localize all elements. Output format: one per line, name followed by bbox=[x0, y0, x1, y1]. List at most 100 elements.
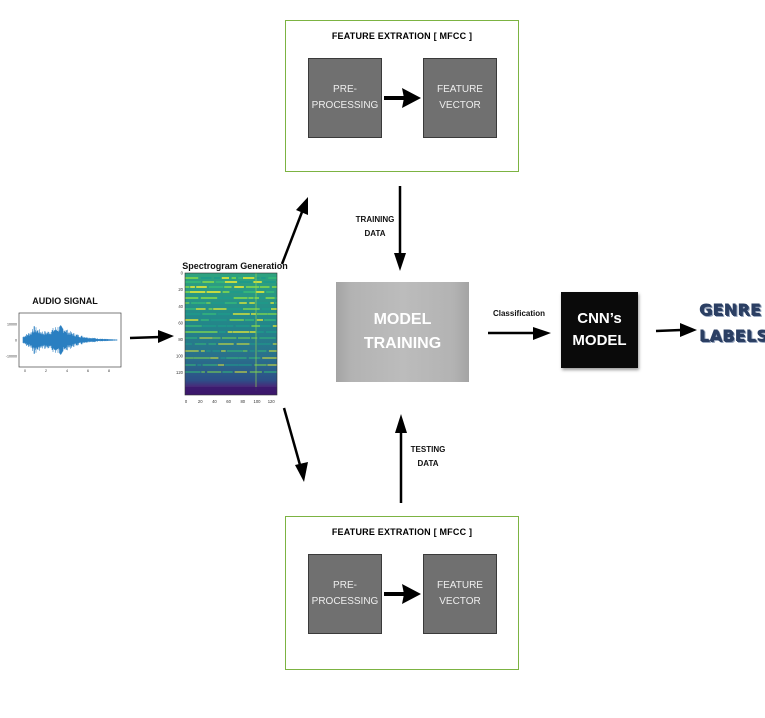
feature-vector-bottom-line1: FEATURE bbox=[437, 580, 483, 591]
spectrogram-band bbox=[248, 357, 261, 359]
spectrogram-band bbox=[243, 291, 256, 293]
spectrogram-band bbox=[199, 337, 213, 339]
genre-labels-line1: GENRE bbox=[700, 301, 763, 320]
spectrogram-band bbox=[217, 325, 227, 327]
spectrogram-band bbox=[235, 325, 250, 327]
arrow-preprocess-to-vector-bottom bbox=[384, 584, 421, 604]
spectrogram-band bbox=[271, 308, 277, 310]
spectrogram-band bbox=[251, 325, 261, 327]
spectrogram-y-tick: 60 bbox=[178, 320, 183, 325]
audio-x-tick: 4 bbox=[66, 369, 68, 373]
spectrogram-band bbox=[221, 350, 226, 352]
spectrogram-band bbox=[206, 350, 211, 352]
spectrogram-band bbox=[266, 331, 277, 333]
pre-processing-bottom: PRE-PROCESSING bbox=[308, 554, 382, 634]
audio-x-tick: 8 bbox=[108, 369, 110, 373]
spectrogram-band bbox=[227, 331, 233, 333]
spectrogram-band bbox=[190, 291, 206, 293]
spectrogram-band bbox=[207, 371, 222, 373]
pre-processing-top: PRE-PROCESSING bbox=[308, 58, 382, 138]
spectrogram-band bbox=[264, 319, 276, 321]
spectrogram-band bbox=[185, 286, 190, 288]
spectrogram-x-tick: 60 bbox=[226, 399, 231, 404]
spectrogram-band bbox=[200, 350, 205, 352]
spectrogram-band bbox=[197, 364, 202, 366]
spectrogram-band bbox=[242, 350, 248, 352]
spectrogram-band bbox=[243, 308, 260, 310]
spectrogram-band bbox=[195, 308, 206, 310]
spectrogram-band bbox=[238, 364, 252, 366]
audio-y-tick: -10000 bbox=[6, 355, 17, 359]
spectrogram-band bbox=[263, 371, 277, 373]
spectrogram-band bbox=[202, 364, 218, 366]
spectrogram-band bbox=[261, 277, 266, 279]
spectrogram-band bbox=[250, 343, 256, 345]
spectrogram-y-tick: 40 bbox=[178, 304, 183, 309]
feature-extraction-bottom: FEATURE EXTRATION [ MFCC ] PRE-PROCESSIN… bbox=[285, 516, 519, 670]
spectrogram-band bbox=[259, 286, 270, 288]
spectrogram-band bbox=[256, 302, 269, 304]
audio-waveform bbox=[22, 325, 118, 355]
spectrogram-band bbox=[224, 286, 232, 288]
spectrogram-band bbox=[226, 325, 234, 327]
spectrogram-low-band bbox=[185, 387, 277, 395]
audio-x-tick: 6 bbox=[87, 369, 89, 373]
cnn-model-line1: CNN’s bbox=[577, 310, 622, 327]
spectrogram-band bbox=[224, 364, 239, 366]
pre-processing-bottom-label: PRE-PROCESSING bbox=[311, 580, 379, 607]
spectrogram-band bbox=[248, 297, 254, 299]
spectrogram-band bbox=[185, 325, 202, 327]
spectrogram-band bbox=[238, 277, 242, 279]
spectrogram-band bbox=[249, 350, 255, 352]
spectrogram-band bbox=[256, 331, 264, 333]
spectrogram-y-tick: 80 bbox=[178, 337, 183, 342]
spectrogram-band bbox=[206, 302, 211, 304]
spectrogram-band bbox=[222, 337, 237, 339]
spectrogram-band bbox=[249, 371, 262, 373]
spectrogram-band bbox=[251, 337, 258, 339]
spectrogram-band bbox=[270, 302, 274, 304]
spectrogram-band bbox=[239, 302, 247, 304]
spectrogram-band bbox=[262, 357, 277, 359]
spectrogram-band bbox=[274, 302, 277, 304]
spectrogram-band bbox=[234, 371, 247, 373]
spectrogram-band bbox=[201, 371, 205, 373]
spectrogram-band bbox=[190, 286, 195, 288]
spectrogram-band bbox=[210, 357, 219, 359]
spectrogram-band bbox=[251, 313, 256, 315]
spectrogram-band bbox=[185, 343, 192, 345]
spectrogram-title: Spectrogram Generation bbox=[182, 261, 288, 271]
spectrogram-band bbox=[200, 297, 218, 299]
testing-data-line1: TESTING bbox=[410, 445, 446, 454]
spectrogram-band bbox=[234, 286, 244, 288]
spectrogram-band bbox=[193, 357, 210, 359]
feature-vector-bottom-line2: VECTOR bbox=[439, 596, 481, 607]
spectrogram-band bbox=[213, 337, 221, 339]
spectrogram-band bbox=[232, 313, 250, 315]
feature-extraction-top: FEATURE EXTRATION [ MFCC ] PRE-PROCESSIN… bbox=[285, 20, 519, 172]
spectrogram-x-tick: 80 bbox=[240, 399, 245, 404]
spectrogram-band bbox=[227, 350, 243, 352]
spectrogram-band bbox=[215, 281, 225, 283]
spectrogram-band bbox=[249, 302, 255, 304]
audio-y-tick: 0 bbox=[15, 339, 17, 343]
spectrogram-band bbox=[271, 286, 277, 288]
spectrogram-band bbox=[229, 319, 244, 321]
spectrogram-x-tick: 0 bbox=[185, 399, 188, 404]
spectrogram-band bbox=[257, 343, 271, 345]
spectrogram-band bbox=[267, 364, 277, 366]
spectrogram-y-tick: 0 bbox=[181, 271, 184, 276]
spectrogram-band bbox=[226, 357, 239, 359]
spectrogram-band bbox=[208, 308, 213, 310]
spectrogram-band bbox=[185, 319, 199, 321]
spectrogram-band bbox=[254, 277, 260, 279]
spectrogram-band bbox=[185, 364, 196, 366]
spectrogram-band bbox=[185, 277, 199, 279]
spectrogram-band bbox=[217, 313, 231, 315]
spectrogram-band bbox=[242, 277, 255, 279]
training-data-label: TRAINING DATA bbox=[345, 213, 405, 241]
